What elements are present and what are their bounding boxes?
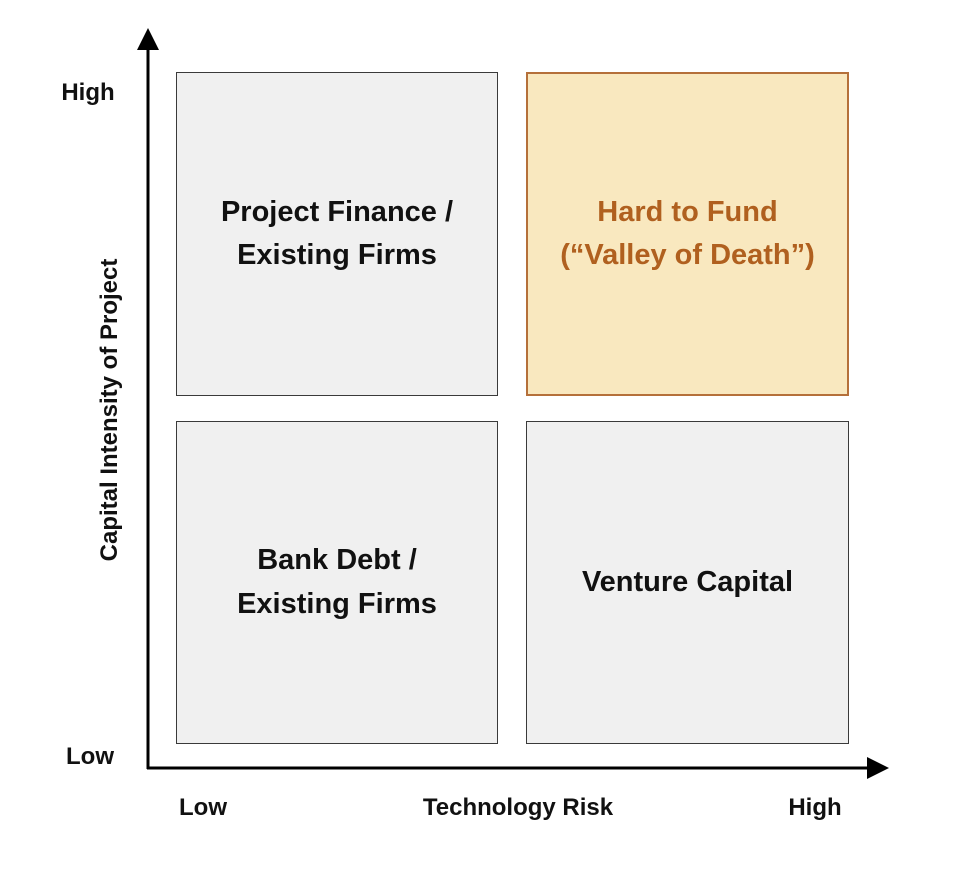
quadrant-text: Existing Firms — [237, 239, 437, 271]
quadrant-text: Venture Capital — [581, 565, 794, 598]
y-axis-high-label: High — [61, 79, 115, 106]
quadrant-text: Hard to Fund — [597, 195, 778, 228]
quadrant-project-finance: Project Finance / Existing Firms — [176, 72, 498, 396]
x-axis-low-label: Low — [179, 794, 227, 821]
x-axis-title: Technology Risk — [422, 794, 614, 821]
x-axis-arrow — [867, 757, 889, 779]
quadrant-hard-to-fund: Hard to Fund (“Valley of Death”) — [526, 72, 849, 396]
quadrant-text: Project Finance / — [220, 195, 454, 228]
quadrant-venture-capital: Venture Capital — [526, 421, 849, 744]
y-axis-low-label: Low — [66, 743, 114, 770]
quadrant-bank-debt: Bank Debt / Existing Firms — [176, 421, 498, 744]
y-axis-title: Capital Intensity of Project — [96, 258, 123, 562]
y-axis-arrow — [137, 28, 159, 50]
x-axis-high-label: High — [788, 794, 842, 821]
quadrant-text: Existing Firms — [237, 587, 437, 620]
quadrant-text: Bank Debt / — [257, 544, 417, 576]
quadrant-text: (“Valley of Death”) — [560, 239, 815, 271]
